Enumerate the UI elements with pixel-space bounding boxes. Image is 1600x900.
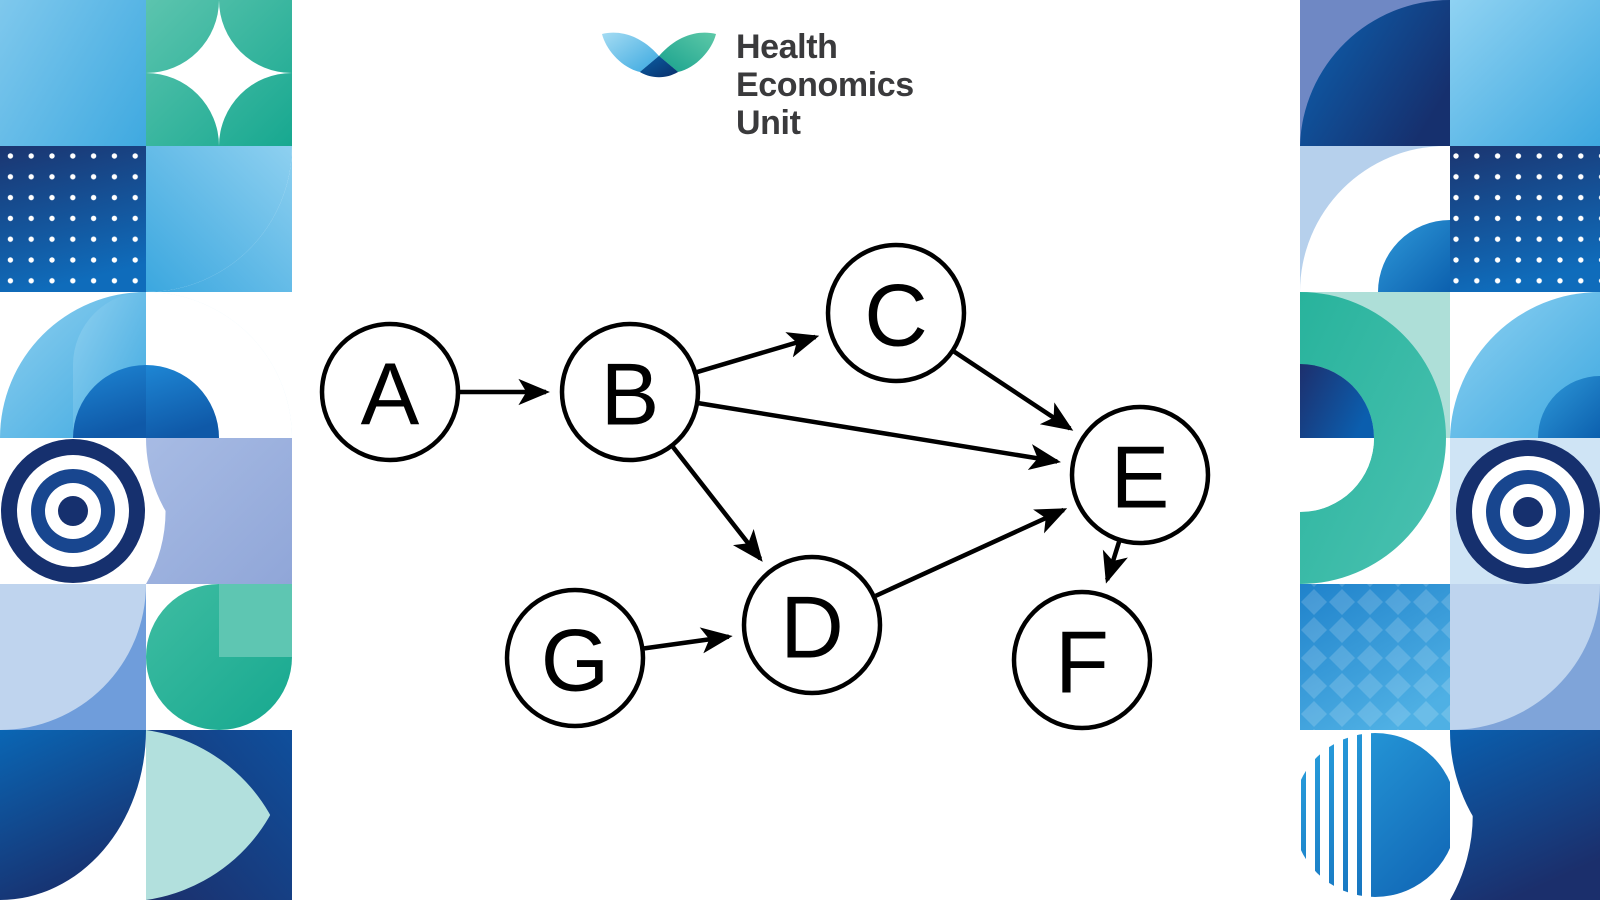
tile-l-3-0-concentric-target — [0, 438, 146, 584]
dag-node-label-F: F — [1055, 613, 1109, 712]
brand-logo: Health Economics Unit — [600, 28, 914, 142]
brand-line-1: Health — [736, 28, 838, 66]
dag-node-label-A: A — [361, 345, 420, 444]
dag-node-E[interactable]: E — [1069, 404, 1211, 546]
dag-edge-G-to-D — [644, 627, 733, 654]
dag-edge-layer — [460, 332, 1128, 654]
tile-l-4-1-pie-wedge — [146, 584, 292, 730]
dag-edge-C-to-E — [953, 349, 1074, 431]
dag-node-B[interactable]: B — [559, 321, 701, 463]
tile-r-5-1-quarter-circle-navy — [1449, 730, 1600, 900]
dag-edge-E-to-F — [1102, 541, 1128, 584]
dag-node-circle-A — [319, 321, 461, 463]
brand-wordmark: Health Economics Unit — [736, 28, 914, 142]
dag-node-layer: A B C D EF G — [319, 242, 1211, 731]
tile-l-2-ring-arc — [0, 292, 292, 438]
dag-node-C[interactable]: C — [825, 242, 967, 384]
decorative-border-left — [0, 0, 292, 900]
tile-l-5-1-quarter-circle-navy2 — [146, 730, 292, 900]
tile-r-1-0-arc-ring — [1300, 146, 1450, 292]
dag-node-A[interactable]: A — [319, 321, 461, 463]
tile-r-1-1-dotted-grid — [1450, 146, 1600, 292]
tile-l-3-1-half-circle — [146, 438, 292, 584]
dag-node-D[interactable]: D — [741, 554, 883, 696]
dag-edge-B-to-D — [671, 445, 763, 562]
dag-node-label-C: C — [864, 266, 928, 365]
left-pattern-svg — [0, 0, 292, 900]
tile-r-2-teal-donut — [1300, 292, 1450, 584]
dag-node-F[interactable]: F — [1011, 589, 1153, 731]
tile-l-4-0-quarter-circle-pale — [0, 584, 146, 730]
tile-l-1-0-dotted-grid — [0, 146, 146, 292]
dag-node-label-E: E — [1111, 428, 1170, 527]
dag-node-circle-E — [1069, 404, 1211, 546]
decorative-border-right — [1300, 0, 1600, 900]
dag-node-circle-G — [504, 587, 646, 729]
tile-r-2-1-quarter-circle-light — [1450, 292, 1600, 438]
dag-node-label-D: D — [780, 578, 844, 677]
tile-l-0-0 — [0, 0, 146, 146]
dag-edge-B-to-C — [696, 332, 820, 375]
dag-edge-D-to-E — [874, 507, 1068, 598]
tile-r-4-1-quarter-circle-pale — [1450, 584, 1600, 730]
dag-node-G[interactable]: G — [504, 587, 646, 729]
dag-node-label-G: G — [541, 611, 609, 710]
health-economics-unit-wing-icon — [602, 32, 716, 78]
tile-r-0-1-quarter-circle-light — [1450, 0, 1600, 146]
dag-node-circle-B — [559, 321, 701, 463]
brand-line-2: Economics — [736, 66, 914, 105]
brand-line-3: Unit — [736, 104, 801, 143]
tile-r-0-0-quarter-circle-navy — [1300, 0, 1450, 146]
dag-node-label-B: B — [601, 345, 660, 444]
dag-node-circle-C — [825, 242, 967, 384]
right-pattern-svg — [1300, 0, 1600, 900]
dag-edge-B-to-E — [698, 401, 1061, 471]
tile-r-3-1-concentric-target — [1450, 438, 1600, 584]
tile-l-5-0-quarter-circle-navy — [0, 730, 146, 900]
dag-node-circle-F — [1011, 589, 1153, 731]
tile-l-1-1-quarter-circle — [146, 146, 292, 292]
tile-l-0-1-four-petal-star — [146, 0, 292, 146]
dag-node-circle-D — [741, 554, 883, 696]
tile-r-4-0-diamond-lattice — [1300, 584, 1450, 730]
tile-r-5-0-striped-half-circle — [1300, 730, 1457, 900]
